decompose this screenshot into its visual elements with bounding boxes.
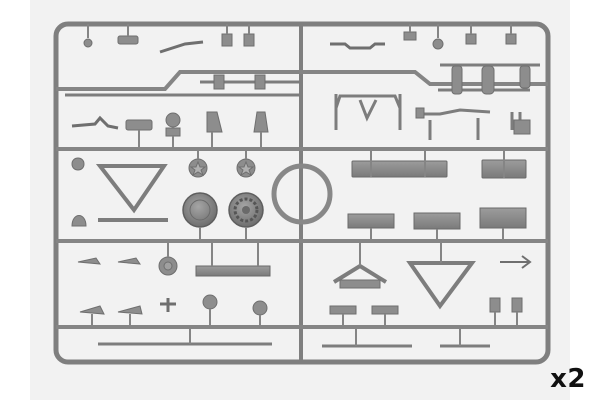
sprue-part-a-frame-left [95, 164, 168, 222]
sprue-parts-left-lower [71, 215, 268, 316]
sprue-gate-stubs [87, 24, 518, 346]
sprue-parts-blocks [195, 159, 527, 277]
sprue-parts-bottom-rods [98, 342, 490, 348]
quantity-multiplier-label: x2 [550, 364, 586, 394]
sprue-parts-left-mid [71, 111, 269, 137]
sprue-parts-star-hubs [71, 157, 256, 178]
sprue-parts-right-upper [334, 94, 522, 140]
sprue-ring-part [271, 163, 333, 225]
sprue-parts-wheel-discs [182, 192, 264, 228]
